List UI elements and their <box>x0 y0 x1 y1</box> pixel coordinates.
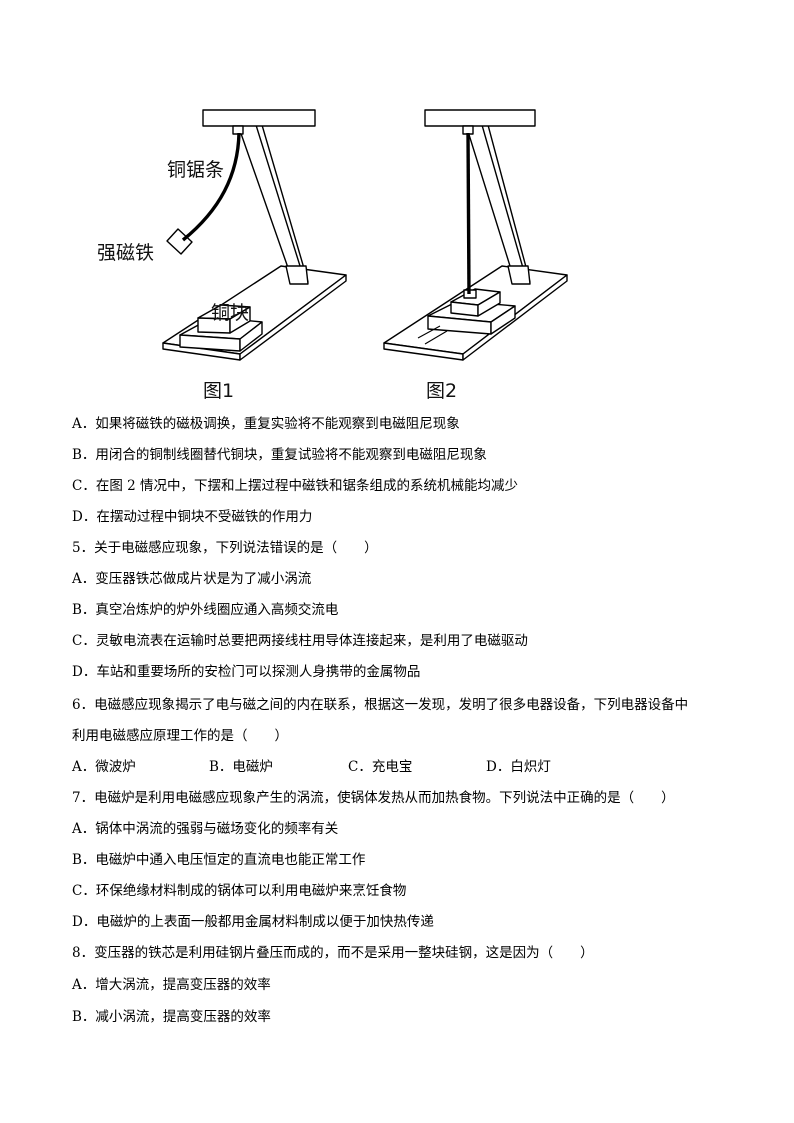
q6-option-b: B．电磁炉 <box>209 759 273 775</box>
q6-option-d: D．白炽灯 <box>486 759 551 775</box>
fig1-clamp <box>232 125 244 135</box>
fig1-block-lower-right <box>239 321 263 352</box>
q6-stem-line1: 6．电磁感应现象揭示了电与磁之间的内在联系，根据这一发现，发明了很多电器设备，下… <box>72 697 689 713</box>
fig2-block-lower-right <box>490 305 516 335</box>
label-copper-saw: 铜锯条 <box>167 159 225 181</box>
q7-stem: 7．电磁炉是利用电磁感应现象产生的涡流，使锅体发热从而加热食物。下列说法中正确的… <box>72 790 675 806</box>
q6-stem-line2: 利用电磁感应原理工作的是（ ） <box>72 728 288 744</box>
fig1-base-right <box>239 274 347 361</box>
fig2-base-groove-2 <box>424 330 448 345</box>
q5-option-c: C．灵敏电流表在运输时总要把两接线柱用导体连接起来，是利用了电磁驱动 <box>72 633 528 649</box>
q6-option-c: C．充电宝 <box>348 759 413 775</box>
fig2-block-upper-right <box>477 291 501 317</box>
q5-option-b: B．真空冶炼炉的炉外线圈应通入高频交流电 <box>72 602 339 618</box>
q7-option-d: D．电磁炉的上表面一般都用金属材料制成以便于加快热传递 <box>72 914 434 930</box>
q5-option-a: A．变压器铁芯做成片状是为了减小涡流 <box>72 571 312 587</box>
fig2-base-groove <box>417 325 441 339</box>
q8-option-b: B．减小涡流，提高变压器的效率 <box>72 1009 271 1025</box>
fig2-top-beam <box>424 109 536 127</box>
q8-option-a: A．增大涡流，提高变压器的效率 <box>72 977 271 993</box>
label-magnet: 强磁铁 <box>97 242 155 264</box>
experiment-figure: 铜锯条 强磁铁 铜块 图1 图2 <box>0 0 794 402</box>
pendulum-diagram <box>162 109 568 361</box>
fig2-copper-saw-blade <box>466 132 471 295</box>
q8-stem: 8．变压器的铁芯是利用硅钢片叠压而成的，而不是采用一整块硅钢，这是因为（ ） <box>72 945 594 961</box>
q7-option-b: B．电磁炉中通入电压恒定的直流电也能正常工作 <box>72 852 366 868</box>
label-copper-block: 铜块 <box>211 302 250 324</box>
q4-option-a: A．如果将磁铁的磁极调换，重复实验将不能观察到电磁阻尼现象 <box>72 416 460 432</box>
q7-option-a: A．锅体中涡流的强弱与磁场变化的频率有关 <box>72 821 339 837</box>
fig2-clamp <box>462 125 474 135</box>
q4-option-b: B．用闭合的铜制线圈替代铜块，重复试验将不能观察到电磁阻尼现象 <box>72 447 487 463</box>
q7-option-c: C．环保绝缘材料制成的锅体可以利用电磁炉来烹饪食物 <box>72 883 407 899</box>
q4-option-d: D．在摆动过程中铜块不受磁铁的作用力 <box>72 509 313 525</box>
fig1-block-upper-right <box>229 306 251 334</box>
q4-option-c: C．在图 2 情况中，下摆和上摆过程中磁铁和锯条组成的系统机械能均减少 <box>72 478 519 494</box>
q5-option-d: D．车站和重要场所的安检门可以探测人身携带的金属物品 <box>72 664 421 680</box>
fig2-stand-foot <box>507 265 531 285</box>
fig2-block-upper-front <box>450 301 479 317</box>
fig1-top-beam <box>202 109 316 127</box>
caption-fig2: 图2 <box>426 380 458 402</box>
fig1-copper-saw-blade <box>181 132 241 242</box>
fig1-magnet <box>166 228 193 255</box>
caption-fig1: 图1 <box>203 380 235 402</box>
q6-option-a: A．微波炉 <box>72 759 136 775</box>
q5-stem: 5．关于电磁感应现象，下列说法错误的是（ ） <box>72 540 378 556</box>
fig1-stand-foot <box>285 265 309 285</box>
